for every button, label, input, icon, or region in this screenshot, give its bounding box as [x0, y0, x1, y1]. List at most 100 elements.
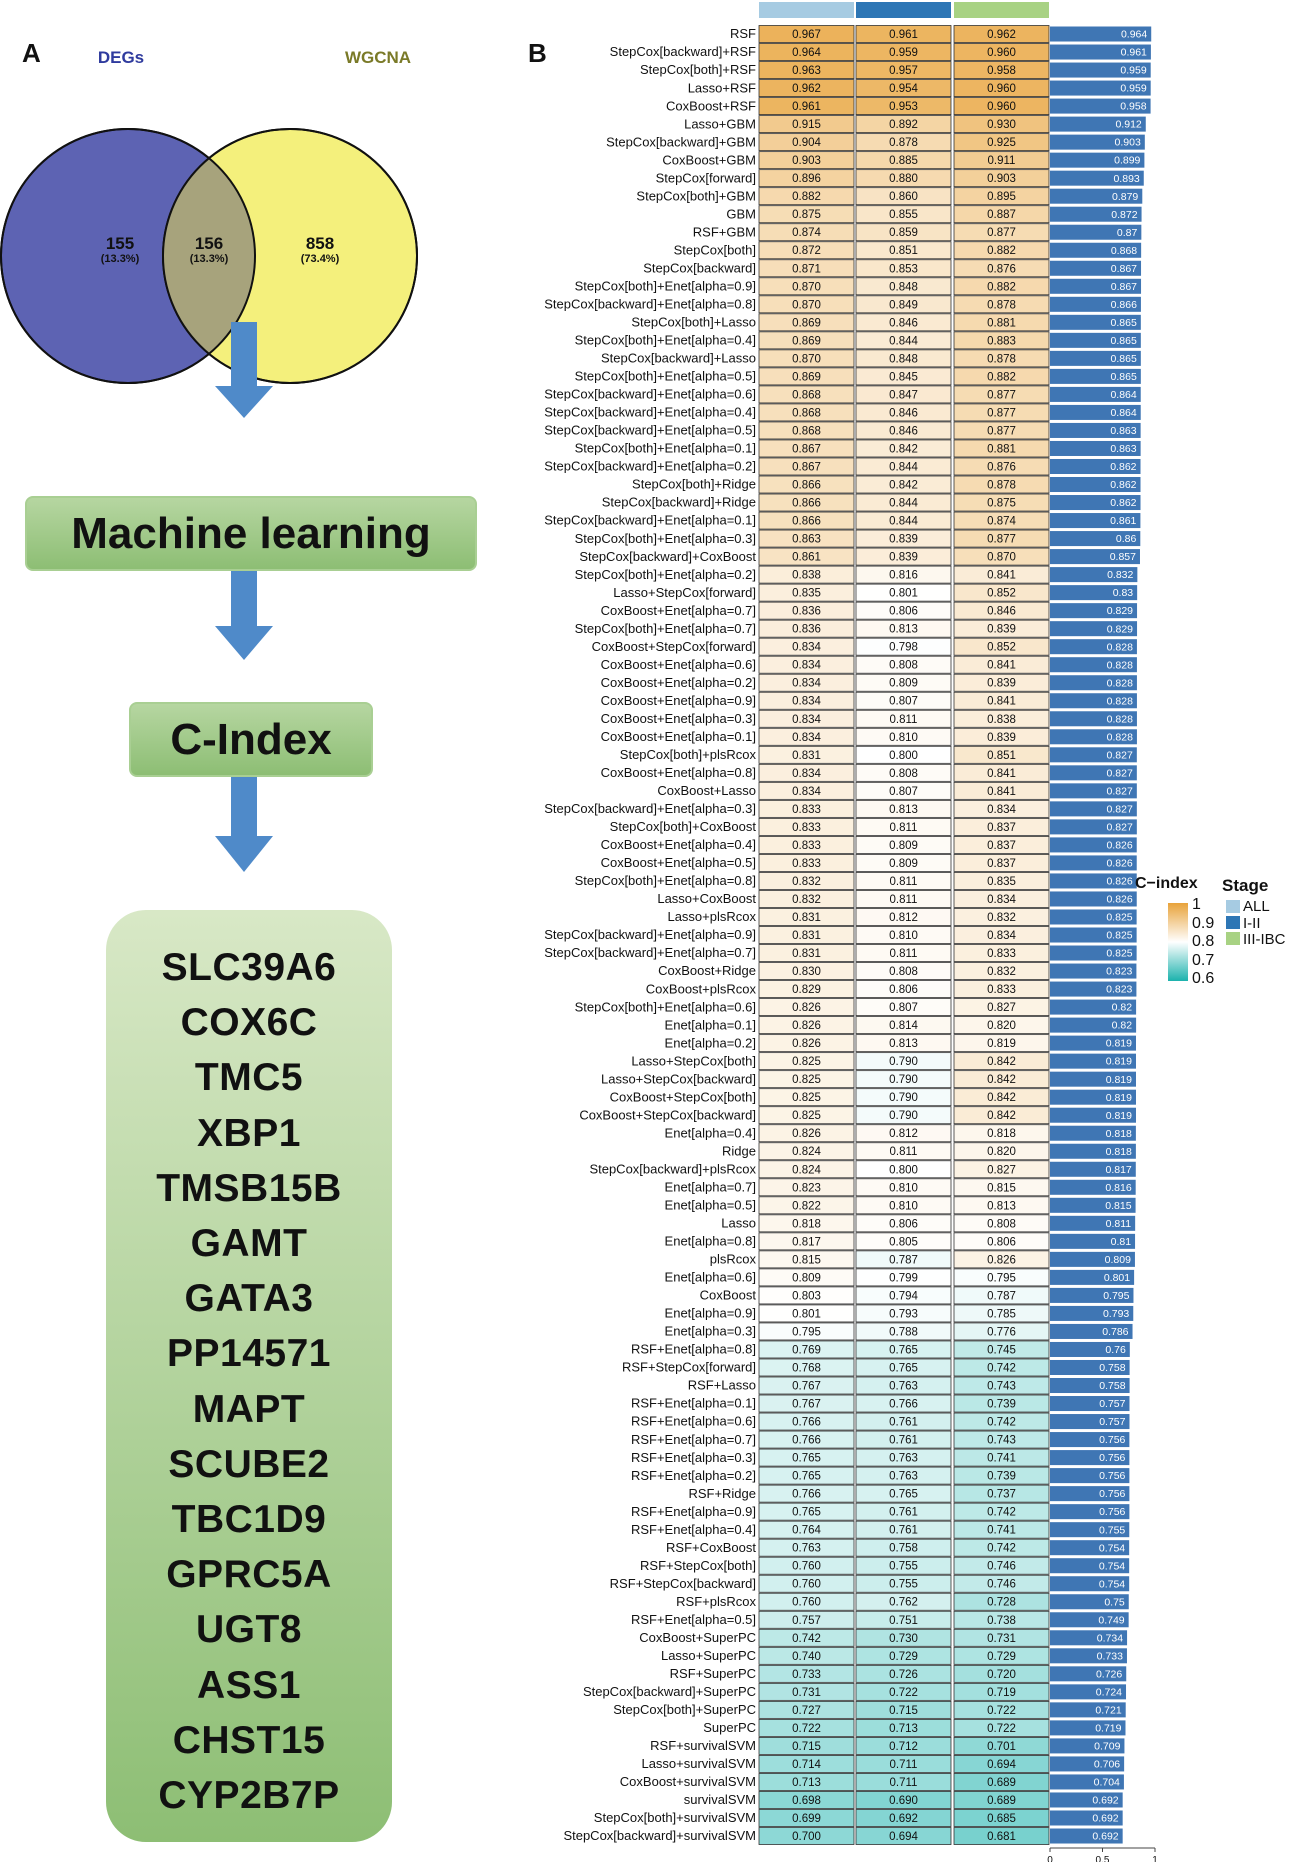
mean-c-index-bar	[1050, 657, 1137, 673]
mean-c-index-bar	[1050, 747, 1137, 763]
heatmap-cell-label: 0.699	[792, 1813, 821, 1825]
venn-right-label: WGCNA	[344, 48, 412, 67]
heatmap-cell-label: 0.877	[987, 407, 1016, 419]
row-label: StepCox[backward]+Enet[alpha=0.7]	[544, 945, 756, 960]
heatmap-cell	[758, 872, 855, 890]
heatmap-cell	[758, 1088, 855, 1107]
stage-legend-label: ALL	[1243, 898, 1270, 915]
heatmap-cell	[953, 1466, 1050, 1485]
heatmap-cell	[953, 1034, 1050, 1053]
heatmap-cell	[855, 980, 952, 998]
heatmap-cell-label: 0.845	[889, 371, 918, 383]
heatmap-cell-label: 0.739	[987, 1399, 1016, 1411]
heatmap-cell-label: 0.729	[889, 1651, 918, 1663]
heatmap-cell-label: 0.801	[792, 1308, 821, 1320]
heatmap-cell	[855, 1178, 952, 1197]
mean-c-index-label: 0.893	[1113, 173, 1139, 185]
row-label: StepCox[backward]+plsRcox	[589, 1161, 756, 1176]
row-label: CoxBoost+Enet[alpha=0.5]	[601, 855, 756, 870]
heatmap-cell-label: 0.832	[792, 876, 821, 888]
mean-c-index-bar	[1050, 729, 1137, 745]
heatmap-cell	[953, 313, 1050, 332]
heatmap-cell-label: 0.961	[792, 101, 821, 113]
heatmap-cell-label: 0.874	[987, 516, 1016, 528]
heatmap-cell	[855, 547, 952, 566]
heatmap-cell	[758, 331, 855, 350]
row-label: StepCox[backward]+Lasso	[601, 351, 756, 366]
heatmap-cell-label: 0.892	[889, 119, 918, 131]
heatmap-cell	[758, 763, 855, 782]
heatmap-cell-label: 0.807	[889, 696, 918, 708]
mean-c-index-label: 0.861	[1110, 515, 1136, 527]
heatmap-cell-label: 0.839	[987, 624, 1016, 636]
heatmap-cell	[953, 529, 1050, 548]
heatmap-cell-label: 0.867	[792, 443, 821, 455]
heatmap-cell	[855, 1322, 952, 1341]
heatmap-cell	[855, 1268, 952, 1287]
heatmap-cell	[953, 619, 1050, 638]
venn-right-pct: (73.4%)	[301, 253, 340, 265]
heatmap-cell	[855, 637, 952, 656]
row-label: Lasso+plsRcox	[667, 909, 756, 924]
heatmap-cell-label: 0.758	[889, 1543, 918, 1555]
row-label: Enet[alpha=0.4]	[665, 1125, 756, 1140]
heatmap-cell	[758, 367, 855, 386]
heatmap-cell	[953, 25, 1050, 43]
heatmap-cell-label: 0.763	[792, 1543, 821, 1555]
heatmap-cell	[758, 727, 855, 746]
heatmap-cell	[953, 1538, 1050, 1557]
heatmap-cell	[953, 691, 1050, 710]
mean-c-index-label: 0.816	[1105, 1182, 1131, 1194]
gene-item: GAMT	[190, 1222, 308, 1266]
row-label: survivalSVM	[684, 1792, 756, 1807]
row-label: StepCox[both]+Enet[alpha=0.9]	[575, 278, 756, 293]
heatmap-cell-label: 0.757	[792, 1615, 821, 1627]
heatmap-cell	[953, 1556, 1050, 1575]
heatmap-cell-label: 0.837	[987, 840, 1016, 852]
heatmap-cell	[758, 637, 855, 656]
heatmap-cell-label: 0.826	[987, 1254, 1016, 1266]
heatmap-cell	[953, 349, 1050, 368]
mean-c-index-label: 0.827	[1107, 803, 1133, 815]
heatmap-cell	[953, 1791, 1050, 1809]
heatmap-cell	[855, 1664, 952, 1683]
heatmap-cell-label: 0.837	[987, 822, 1016, 834]
mean-c-index-bar	[1050, 314, 1141, 330]
heatmap-cell-label: 0.831	[792, 948, 821, 960]
heatmap-cell-label: 0.787	[889, 1254, 918, 1266]
heatmap-cell-label: 0.731	[792, 1687, 821, 1699]
heatmap-cell-label: 0.834	[792, 732, 821, 744]
row-label: StepCox[backward]+Enet[alpha=0.4]	[544, 405, 756, 420]
heatmap-cell-label: 0.742	[987, 1362, 1016, 1374]
heatmap-cell	[953, 43, 1050, 61]
heatmap-cell-label: 0.817	[792, 1236, 821, 1248]
c-index-legend-tick: 0.7	[1192, 952, 1214, 969]
mean-c-index-bar	[1050, 1414, 1130, 1430]
heatmap-cell-label: 0.746	[987, 1561, 1016, 1573]
heatmap-cell-label: 0.877	[987, 227, 1016, 239]
mean-c-index-bar	[1050, 1215, 1136, 1231]
heatmap-cell	[758, 1232, 855, 1251]
mean-c-index-label: 0.719	[1095, 1722, 1121, 1734]
row-label: Enet[alpha=0.5]	[665, 1198, 756, 1213]
heatmap-cell-label: 0.807	[889, 1002, 918, 1014]
heatmap-cell	[855, 655, 952, 674]
heatmap-cell	[953, 403, 1050, 422]
mean-c-index-bar	[1050, 152, 1145, 168]
venn-right-count: 858	[306, 234, 334, 253]
row-label: Lasso+StepCox[forward]	[613, 585, 756, 600]
mean-c-index-bar	[1050, 1576, 1130, 1592]
mean-c-index-bar	[1050, 1396, 1130, 1412]
row-label: RSF+Enet[alpha=0.4]	[631, 1522, 756, 1537]
heatmap-cell-label: 0.853	[889, 263, 918, 275]
heatmap-cell	[855, 1214, 952, 1233]
heatmap-cell-label: 0.835	[987, 876, 1016, 888]
heatmap-cell-label: 0.713	[889, 1723, 918, 1735]
heatmap-cell	[953, 781, 1050, 800]
heatmap-cell-label: 0.763	[889, 1453, 918, 1465]
heatmap-cell-label: 0.810	[889, 930, 918, 942]
mean-c-index-bar	[1050, 1089, 1136, 1105]
heatmap-cell-label: 0.842	[889, 443, 918, 455]
heatmap-cell-label: 0.766	[792, 1489, 821, 1501]
heatmap-cell	[758, 1142, 855, 1161]
